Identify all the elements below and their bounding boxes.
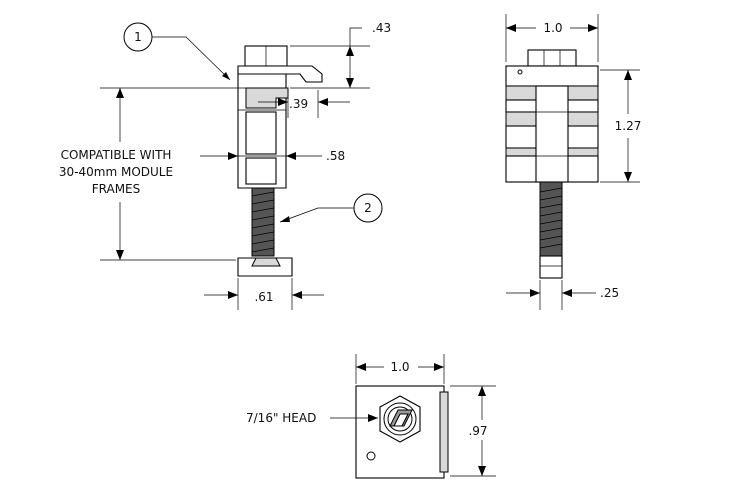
- balloon-1-label: 1: [134, 30, 142, 44]
- balloon-1-leader: [152, 36, 231, 81]
- side-inner-block: [245, 111, 277, 155]
- side-hook-slot: [245, 87, 289, 109]
- side-spring: [251, 187, 275, 257]
- dim-side-body-width: [200, 152, 322, 160]
- dim-top-width: [355, 354, 445, 384]
- compat-note-line-1: COMPATIBLE WITH: [61, 148, 172, 162]
- front-bolt-head: [527, 49, 577, 67]
- side-lower-block: [245, 157, 277, 185]
- dim-front-bolt-width-label: .25: [600, 286, 619, 300]
- compat-note-line-3: FRAMES: [92, 182, 141, 196]
- top-washer: [383, 402, 417, 436]
- front-spring: [539, 181, 563, 257]
- dim-top-depth-label: .97: [468, 424, 487, 438]
- front-view: 1.0 1.27 .25: [505, 14, 642, 310]
- dim-side-hook-depth: [258, 90, 350, 118]
- dim-module-frame-range: [100, 87, 250, 261]
- dim-front-width: [505, 14, 599, 62]
- front-clamp-top: [505, 65, 599, 87]
- dim-front-height: [600, 69, 640, 183]
- dim-front-height-label: 1.27: [615, 119, 642, 133]
- dim-front-bolt-width: [506, 280, 596, 310]
- front-rivet: [517, 69, 523, 75]
- top-hole: [366, 451, 376, 461]
- balloon-2-leader: [279, 207, 354, 223]
- side-view: 1 2 .43 .39: [59, 21, 391, 310]
- dim-side-top-offset-label: .43: [372, 21, 391, 35]
- dim-side-top-offset: [290, 27, 370, 89]
- dim-side-body-width-label: .58: [326, 149, 345, 163]
- top-clamp-side: [439, 391, 449, 473]
- dim-top-width-label: 1.0: [390, 360, 409, 374]
- compat-note-line-2: 30-40mm MODULE: [59, 165, 173, 179]
- dim-side-base-width-label: .61: [254, 290, 273, 304]
- dim-top-depth: [450, 385, 496, 477]
- head-note: 7/16" HEAD: [246, 411, 316, 425]
- top-view: 7/16" HEAD 1.0 .97: [246, 354, 496, 479]
- dim-side-hook-depth-label: .39: [289, 97, 308, 111]
- front-bolt-end: [539, 255, 563, 279]
- balloon-2-label: 2: [364, 201, 372, 215]
- dim-side-base-width: [204, 278, 324, 310]
- dim-front-width-label: 1.0: [543, 21, 562, 35]
- front-center-block: [535, 85, 569, 183]
